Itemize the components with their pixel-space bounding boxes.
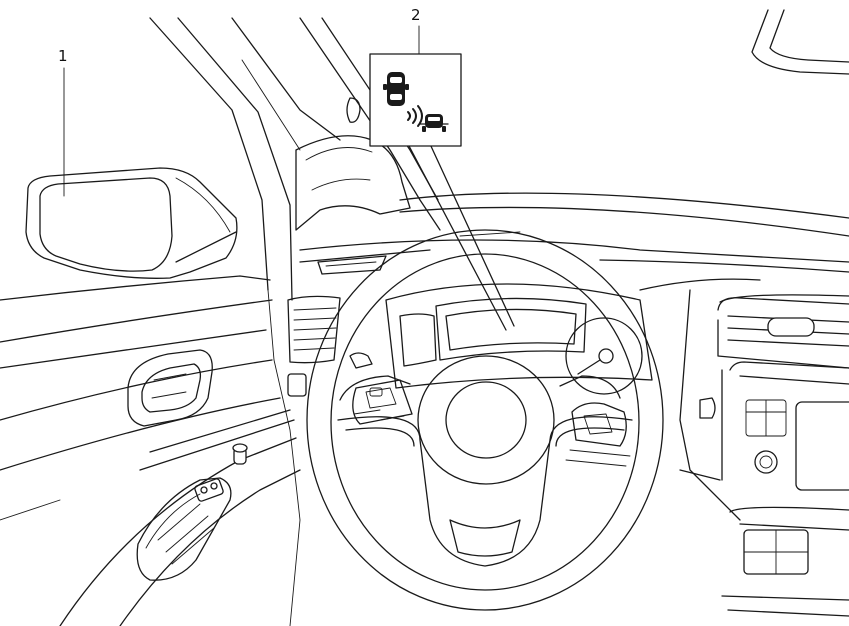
dashboard — [300, 193, 849, 520]
a-pillar-trim — [296, 98, 410, 230]
blind-spot-warning-indicator-icon — [383, 72, 448, 132]
a-pillar — [150, 18, 440, 300]
climate-control-panel — [722, 507, 849, 616]
right-air-vent — [718, 295, 849, 368]
steering-right-switches — [566, 403, 630, 466]
window-switch-panel — [137, 478, 231, 580]
instrument-cluster — [386, 284, 652, 394]
indicator-callout-box — [370, 54, 461, 146]
door-lock-knob — [233, 444, 247, 464]
door-panel — [0, 276, 300, 626]
steering-wheel — [307, 230, 663, 610]
steering-left-switches — [353, 380, 412, 424]
steering-stalks — [350, 353, 715, 418]
rearview-mirror-corner — [752, 10, 849, 74]
center-display — [730, 362, 849, 490]
callout-label-1: 1 — [58, 47, 68, 65]
door-handle — [128, 350, 212, 426]
callout-label-2: 2 — [411, 6, 421, 24]
dash-switch — [288, 374, 306, 396]
left-air-vent — [288, 256, 386, 363]
side-mirror — [26, 168, 237, 278]
